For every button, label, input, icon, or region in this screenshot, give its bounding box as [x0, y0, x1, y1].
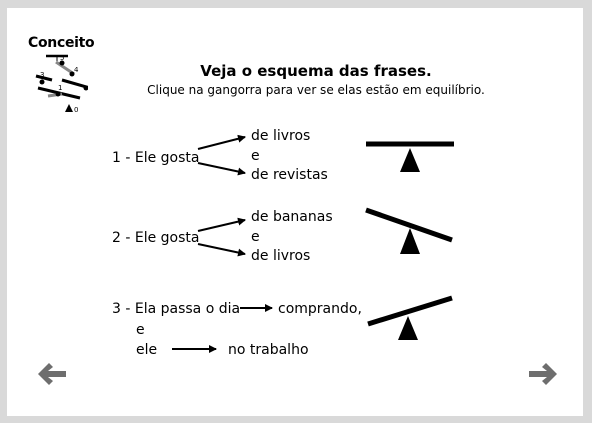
sentence-1-subject: 1 - Ele gosta: [112, 150, 200, 166]
instruction-text: Clique na gangorra para ver se elas estã…: [147, 83, 485, 97]
sentence-2-complement-top: de bananas: [251, 209, 333, 225]
logo-number: 4: [74, 66, 79, 74]
arrow-icon: [197, 243, 246, 257]
sentence-3-subject: 3 - Ela passa o dia: [112, 301, 241, 317]
prev-arrow-icon[interactable]: [38, 363, 68, 385]
sentence-1-connector: e: [251, 148, 260, 164]
logo-number: 0: [74, 106, 78, 114]
sentence-1-complement-top: de livros: [251, 128, 311, 144]
concept-label: Conceito: [28, 35, 95, 51]
sentence-2-complement-bottom: de livros: [251, 248, 311, 264]
sentence-3-second-complement: no trabalho: [228, 342, 309, 358]
content-panel: [7, 8, 583, 416]
arrow-icon: [197, 162, 246, 176]
arrow-icon: [197, 134, 246, 150]
balance-logo-icon: 5 3 4 2 1 0: [35, 54, 88, 114]
sentence-2-connector: e: [251, 229, 260, 245]
sentence-1-complement-bottom: de revistas: [251, 167, 328, 183]
logo-number: 3: [40, 71, 44, 79]
arrow-icon: [197, 217, 246, 232]
page-title: Veja o esquema das frases.: [200, 62, 432, 80]
sentence-2-subject: 2 - Ele gosta: [112, 230, 200, 246]
seesaw-2-tilted[interactable]: [362, 202, 458, 258]
sentence-3-complement: comprando,: [278, 301, 362, 317]
sentence-3-connector: e: [136, 322, 145, 338]
logo-number: 1: [58, 84, 62, 92]
seesaw-3-tilted[interactable]: [362, 292, 458, 344]
logo-number: 5: [60, 54, 64, 62]
sentence-3-second-subject: ele: [136, 342, 158, 358]
next-arrow-icon[interactable]: [529, 363, 559, 385]
seesaw-1-balanced[interactable]: [362, 136, 458, 176]
